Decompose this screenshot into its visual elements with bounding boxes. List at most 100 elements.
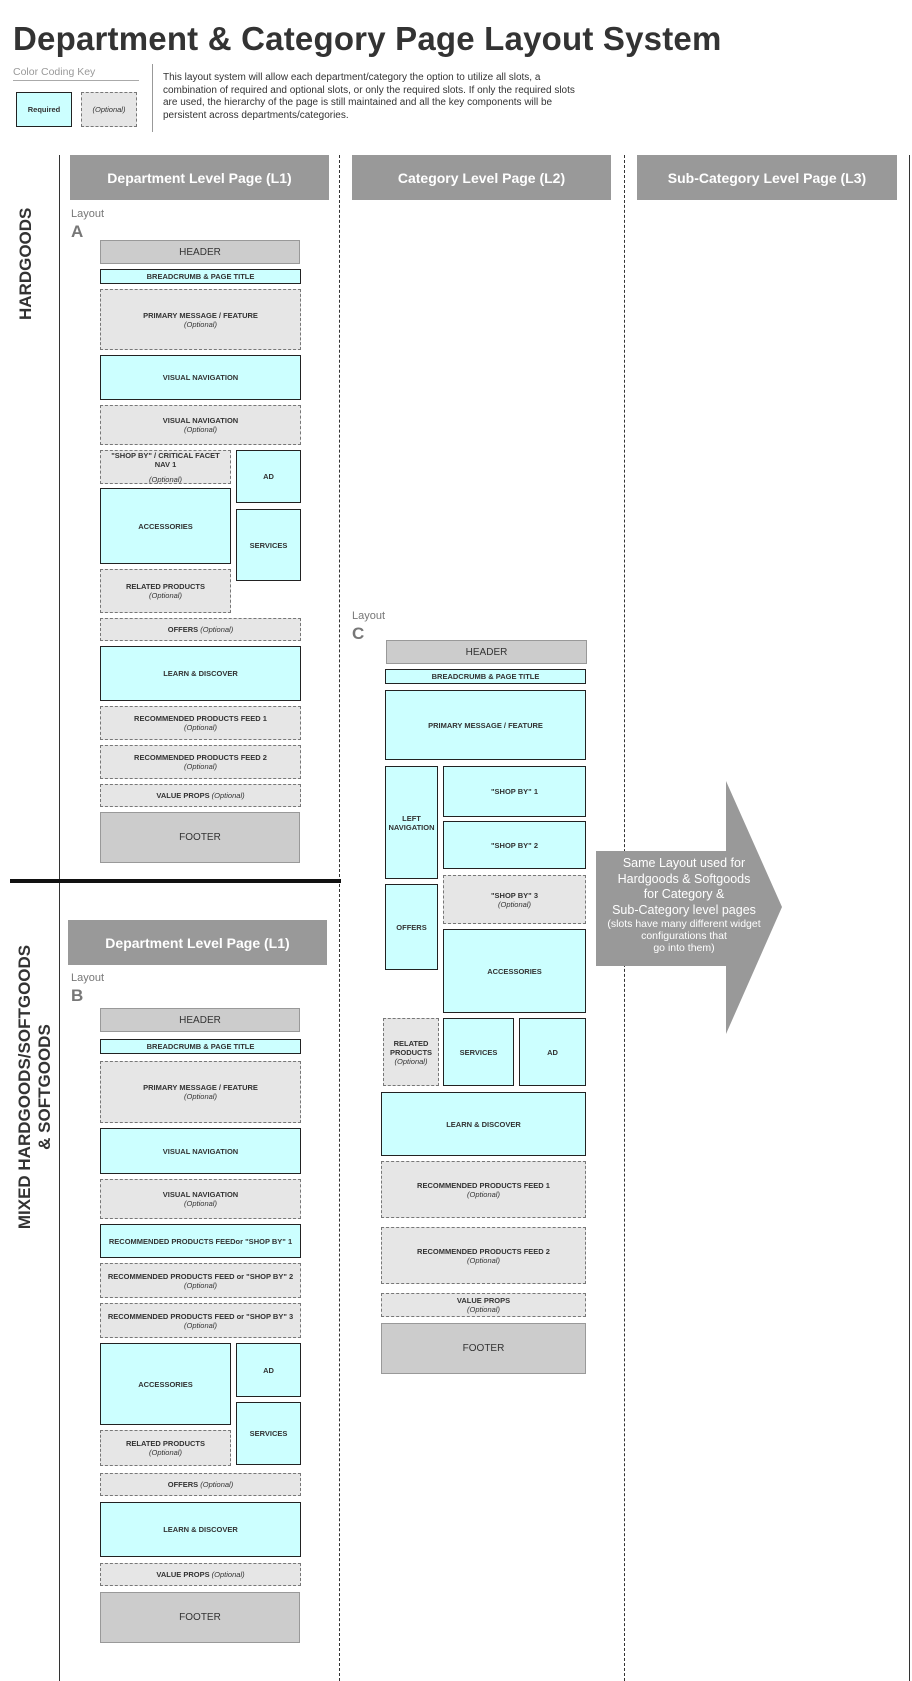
layout-a-accessories: ACCESSORIES <box>100 488 231 564</box>
layout-c-shopby-2: "SHOP BY" 2 <box>443 821 586 869</box>
layout-a-learn-label: LEARN & DISCOVER <box>163 669 238 678</box>
layout-b-visual-nav-2-label: VISUAL NAVIGATION <box>162 1190 239 1199</box>
layout-b-footer: FOOTER <box>100 1592 300 1643</box>
layout-b-offers-label: OFFERS <box>167 1480 199 1489</box>
layout-c-related: RELATED PRODUCTS(Optional) <box>383 1018 439 1086</box>
layout-a-visual-nav-2-sub: (Optional) <box>184 425 217 434</box>
section-label-mixed-line2: & SOFTGOODS <box>35 1024 54 1150</box>
layout-c-shopby-3-sub: (Optional) <box>498 899 531 909</box>
section-divider <box>10 879 341 883</box>
layout-b-rec-shop-3: RECOMMENDED PRODUCTS FEED or "SHOP BY" 3… <box>100 1303 301 1338</box>
layout-c-rec1: RECOMMENDED PRODUCTS FEED 1(Optional) <box>381 1161 586 1218</box>
layout-a-rec2-sub: (Optional) <box>184 762 217 771</box>
layout-a-visual-nav-label: VISUAL NAVIGATION <box>162 373 239 382</box>
layout-b-offers-sub: (Optional) <box>200 1480 234 1489</box>
layout-c-services: SERVICES <box>443 1018 514 1086</box>
layout-b-value-label: VALUE PROPS <box>156 1570 210 1579</box>
section-label-mixed-line1: MIXED HARDGOODS/SOFTGOODS <box>15 944 34 1230</box>
layout-b-visual-nav: VISUAL NAVIGATION <box>100 1128 301 1174</box>
key-optional-swatch: (Optional) <box>81 92 137 127</box>
layout-a-letter: A <box>71 222 84 241</box>
arrow-line-3: for Category & <box>643 887 725 901</box>
layout-b-offers: OFFERS (Optional) <box>100 1473 301 1496</box>
layout-c-value-sub: (Optional) <box>467 1305 500 1314</box>
layout-a-label: Layout <box>71 208 105 220</box>
layout-b-value-sub: (Optional) <box>211 1570 245 1579</box>
layout-b-header: HEADER <box>100 1008 300 1032</box>
key-required-label: Required <box>27 105 61 114</box>
layout-a-shopby-label: "SHOP BY" / CRITICAL FACET NAV 1 <box>111 450 220 469</box>
layout-b-related: RELATED PRODUCTS(Optional) <box>100 1430 231 1466</box>
layout-a-offers-sub: (Optional) <box>200 625 234 634</box>
layout-c-footer: FOOTER <box>381 1323 586 1374</box>
layout-b-ad-label: AD <box>263 1365 274 1375</box>
layout-c-left-nav: LEFT NAVIGATION <box>385 766 438 879</box>
layout-b-rec-shop-1-label: RECOMMENDED PRODUCTS FEEDor "SHOP BY" 1 <box>108 1236 293 1246</box>
arrow-line-5: (slots have many different widget <box>607 918 761 930</box>
description-text: This layout system will allow each depar… <box>163 72 575 121</box>
layout-c-header-label: HEADER <box>465 646 508 658</box>
layout-a-value-label: VALUE PROPS <box>156 791 210 800</box>
layout-a-related: RELATED PRODUCTS(Optional) <box>100 569 231 613</box>
key-optional-label: (Optional) <box>92 105 126 114</box>
layout-a-related-label: RELATED PRODUCTS <box>125 582 206 591</box>
layout-c-primary: PRIMARY MESSAGE / FEATURE <box>385 690 586 760</box>
layout-c-footer-label: FOOTER <box>462 1343 505 1354</box>
layout-c-accessories-label: ACCESSORIES <box>487 966 542 976</box>
layout-c-rec2-sub: (Optional) <box>467 1255 500 1265</box>
layout-b-label: Layout <box>71 972 105 984</box>
layout-b-rec-shop-2-label: RECOMMENDED PRODUCTS FEED or "SHOP BY" 2 <box>107 1271 294 1281</box>
layout-a-primary-sub: (Optional) <box>184 319 217 329</box>
layout-c-rec2: RECOMMENDED PRODUCTS FEED 2(Optional) <box>381 1227 586 1284</box>
arrow-line-6: configurations that <box>641 930 727 942</box>
layout-a-offers-label: OFFERS <box>167 625 199 634</box>
color-key-title: Color Coding Key <box>13 66 139 81</box>
layout-b-accessories-label: ACCESSORIES <box>138 1379 193 1389</box>
column-header-l2: Category Level Page (L2) <box>352 155 611 200</box>
layout-c-offers: OFFERS <box>385 884 438 970</box>
layout-a-header: HEADER <box>100 240 300 264</box>
section-label-hardgoods: HARDGOODS <box>16 207 35 320</box>
layout-a-accessories-label: ACCESSORIES <box>138 521 193 531</box>
left-section-divider <box>59 155 60 1681</box>
section-label-mixed: MIXED HARDGOODS/SOFTGOODS & SOFTGOODS <box>15 937 59 1237</box>
column-header-l1: Department Level Page (L1) <box>70 155 329 200</box>
arrow-line-4: Sub-Category level pages <box>612 902 756 917</box>
layout-c-label: Layout <box>352 610 386 622</box>
layout-b-ad: AD <box>236 1343 301 1397</box>
layout-c-rec2-label: RECOMMENDED PRODUCTS FEED 2 <box>417 1246 550 1256</box>
layout-c-value-props: VALUE PROPS(Optional) <box>381 1293 586 1317</box>
column-divider-l1-l2 <box>339 155 340 1681</box>
layout-c-value-label: VALUE PROPS <box>456 1296 511 1305</box>
layout-a-primary-label: PRIMARY MESSAGE / FEATURE <box>143 310 258 320</box>
layout-a-offers: OFFERS (Optional) <box>100 618 301 641</box>
layout-c-rec1-label: RECOMMENDED PRODUCTS FEED 1 <box>417 1180 550 1190</box>
layout-a-visual-nav-2-label: VISUAL NAVIGATION <box>162 416 239 425</box>
layout-b-services: SERVICES <box>236 1402 301 1465</box>
layout-c-ad: AD <box>519 1018 586 1086</box>
layout-a-ad: AD <box>236 450 301 503</box>
layout-c-offers-label: OFFERS <box>396 922 427 932</box>
layout-a-shopby-sub: (Optional) <box>149 474 182 484</box>
column-header-l3: Sub-Category Level Page (L3) <box>637 155 897 200</box>
arrow-callout-text: Same Layout used for Hardgoods & Softgoo… <box>598 856 770 954</box>
layout-c-shopby-3: "SHOP BY" 3(Optional) <box>443 875 586 924</box>
key-required-swatch: Required <box>16 92 72 127</box>
layout-b-primary-sub: (Optional) <box>184 1092 217 1101</box>
layout-c-services-label: SERVICES <box>459 1047 498 1057</box>
layout-b-visual-nav-label: VISUAL NAVIGATION <box>162 1146 239 1156</box>
arrow-line-2: Hardgoods & Softgoods <box>617 871 751 886</box>
layout-a-rec1: RECOMMENDED PRODUCTS FEED 1(Optional) <box>100 706 301 740</box>
layout-c-accessories: ACCESSORIES <box>443 929 586 1013</box>
page-title: Department & Category Page Layout System <box>13 20 722 57</box>
layout-b-rec-shop-3-sub: (Optional) <box>184 1320 217 1330</box>
layout-b-breadcrumb-label: BREADCRUMB & PAGE TITLE <box>146 1042 255 1051</box>
layout-a-related-sub: (Optional) <box>149 591 182 600</box>
layout-c-rec1-sub: (Optional) <box>467 1189 500 1199</box>
right-border <box>909 155 910 1681</box>
layout-c-primary-label: PRIMARY MESSAGE / FEATURE <box>428 720 543 730</box>
layout-a-services: SERVICES <box>236 509 301 581</box>
layout-b-header-label: HEADER <box>179 1014 221 1026</box>
layout-a-rec2-label: RECOMMENDED PRODUCTS FEED 2 <box>134 753 267 762</box>
layout-b-visual-nav-2-sub: (Optional) <box>184 1199 217 1208</box>
